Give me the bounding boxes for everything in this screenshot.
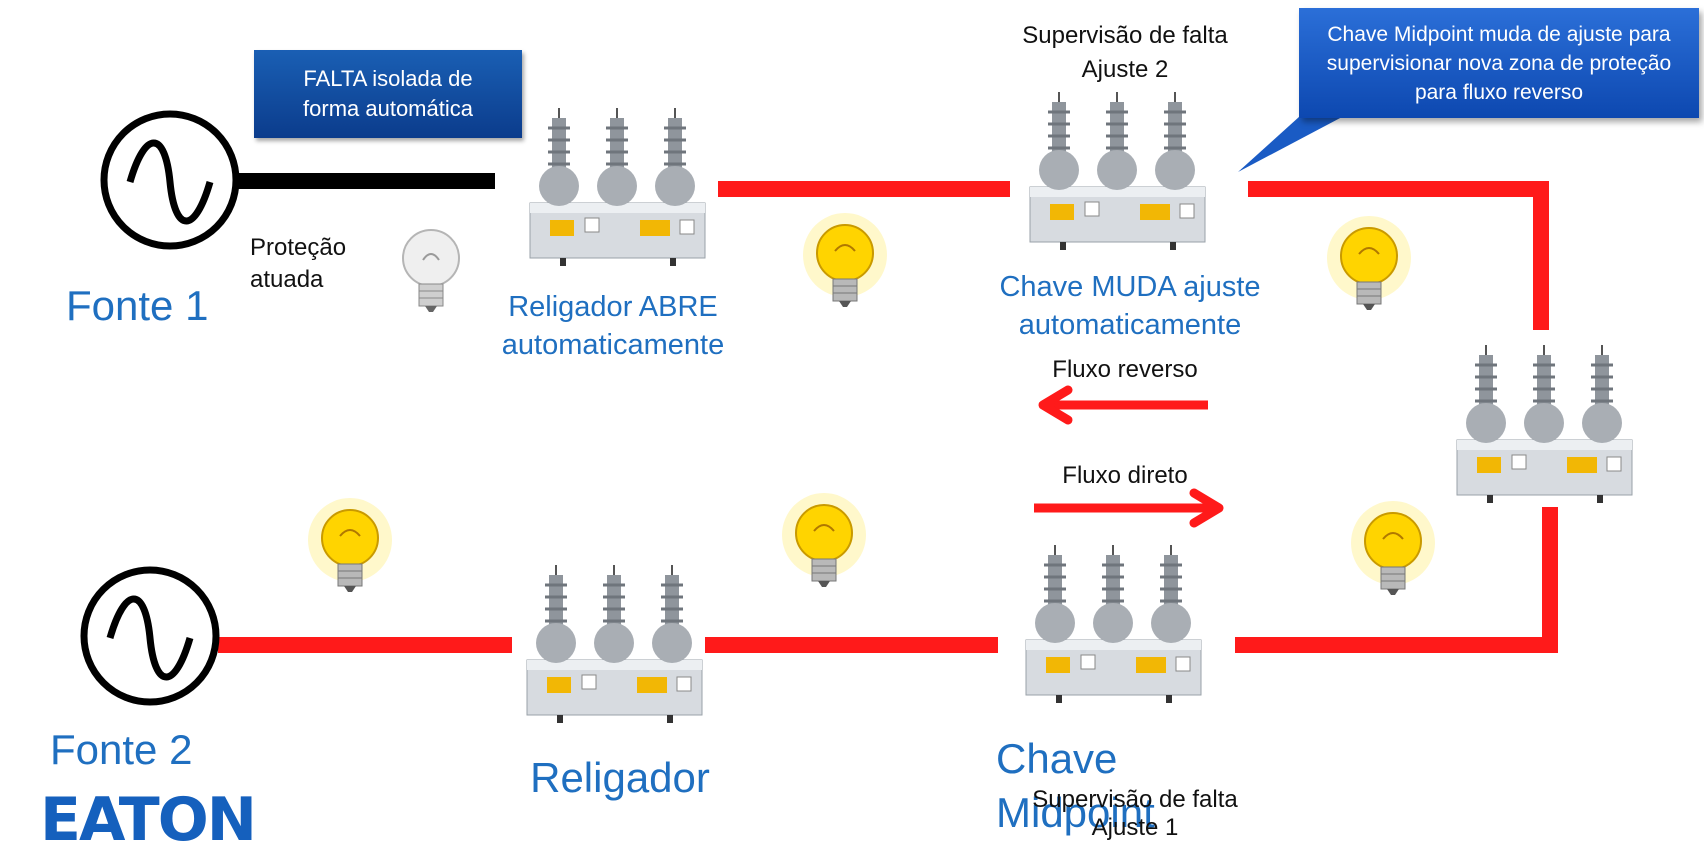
chave-muda-label: Chave MUDA ajuste automaticamente [999, 271, 1261, 341]
lit-bulb-icon [1326, 215, 1412, 311]
fault-isolated-text: FALTA isolada de forma automática [303, 66, 473, 121]
supervisao-top-line2: Ajuste 2 [1081, 56, 1169, 83]
midpoint-callout: Chave Midpoint muda de ajuste para super… [1299, 8, 1699, 118]
midpoint-callout-text: Chave Midpoint muda de ajuste para super… [1326, 22, 1672, 104]
lit-bulb-icon [781, 492, 867, 588]
religador-label: Religador [530, 754, 710, 801]
recloser-icon-religador-top [528, 106, 707, 268]
lit-bulb-icon [307, 497, 393, 593]
fault-isolated-box: FALTA isolada de forma automática [254, 50, 522, 138]
fonte1-label: Fonte 1 [66, 282, 209, 329]
ac-source-icon-fonte1 [100, 110, 240, 250]
energized-line-top-right [1248, 181, 1549, 330]
fluxo-reverso-label: Fluxo reverso [1052, 356, 1198, 383]
arrow-icon-reverse [1038, 385, 1208, 425]
lit-bulb-icon [1350, 500, 1436, 596]
unlit-bulb-icon [402, 229, 460, 313]
recloser-icon-chave-midpoint [1024, 543, 1203, 705]
supervisao-top-line1: Supervisão de falta [1022, 22, 1228, 49]
eaton-logo: EATON [40, 785, 257, 855]
lit-bulb-icon [802, 212, 888, 308]
supervisao-bottom-line2: Ajuste 1 [1091, 814, 1179, 841]
recloser-icon-right [1455, 343, 1634, 505]
energized-line-bottom-right [1235, 507, 1558, 653]
recloser-icon-religador-bottom [525, 563, 704, 725]
fluxo-direto-label: Fluxo direto [1062, 462, 1188, 489]
protecao-label: Proteção atuada [250, 234, 347, 293]
fonte2-label: Fonte 2 [50, 726, 193, 773]
arrow-icon-direct [1034, 488, 1224, 528]
religador-abre-label: Religador ABRE automaticamente [501, 291, 725, 361]
recloser-icon-chave-top [1028, 90, 1207, 252]
ac-source-icon-fonte2 [80, 566, 220, 706]
chave-midpoint-label: Chave Midpoint [996, 735, 1155, 836]
supervisao-bottom-line1: Supervisão de falta [1032, 786, 1238, 813]
